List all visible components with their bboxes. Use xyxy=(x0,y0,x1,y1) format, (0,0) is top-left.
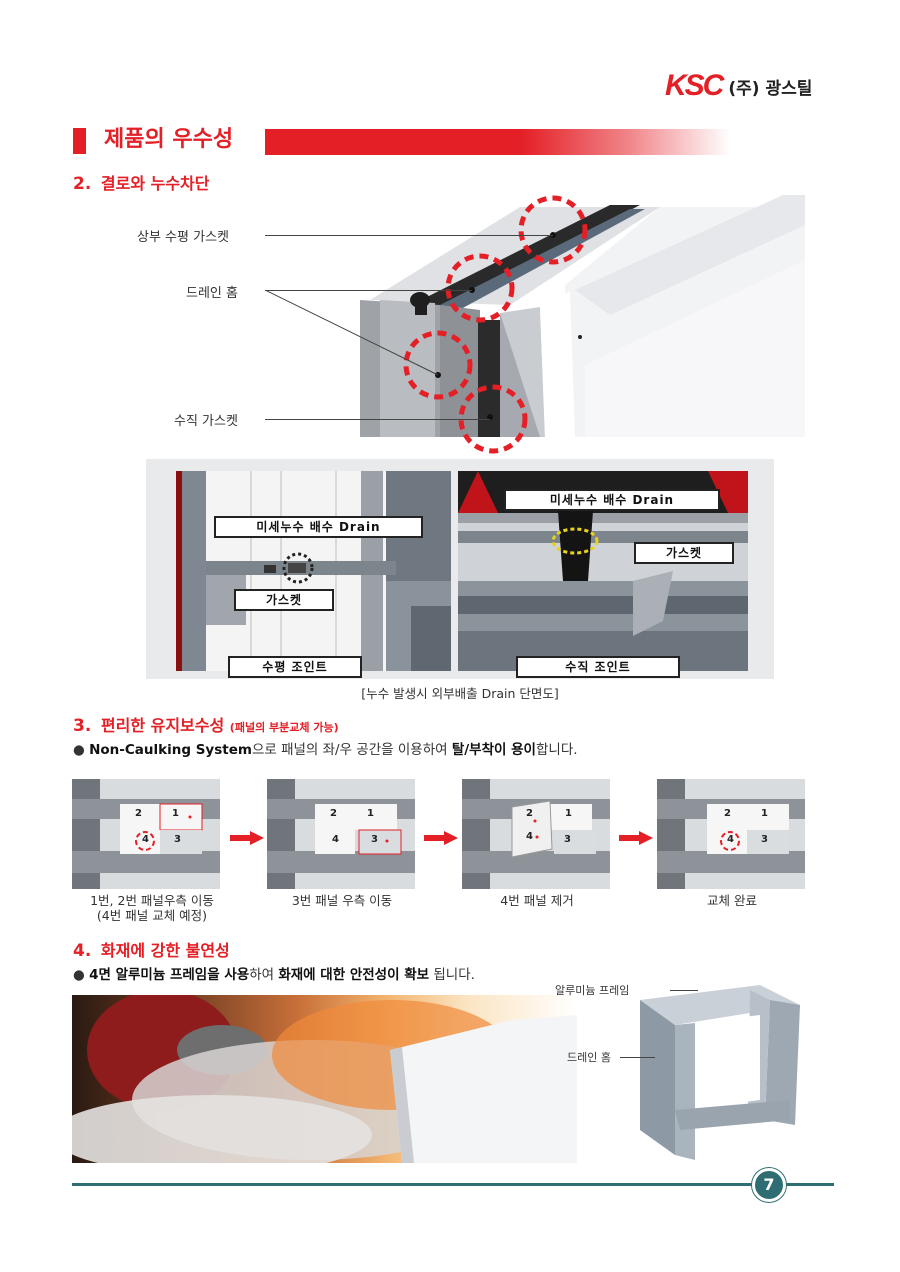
heading-4-title: 화재에 강한 불연성 xyxy=(100,941,230,960)
section-title: 제품의 우수성 xyxy=(104,127,234,152)
label-top-gasket: 상부 수평 가스켓 xyxy=(137,230,229,245)
step-1-n2: 2 xyxy=(135,808,142,819)
bullet-fire: ● 4면 알루미늄 프레임을 사용하여 화재에 대한 안전성이 확보 됩니다. xyxy=(73,965,475,985)
step-1-caption-line1: 1번, 2번 패널우측 이동 xyxy=(90,893,214,908)
step-3-caption: 4번 패널 제거 xyxy=(500,893,574,908)
step-2-n4: 4 xyxy=(332,834,339,845)
company-name: (주) 광스틸 xyxy=(728,78,813,99)
step-3-n1: 1 xyxy=(565,808,572,819)
step-2-n2: 2 xyxy=(330,808,337,819)
tag-drain-left: 미세누수 배수 Drain xyxy=(214,516,423,538)
leader-frame xyxy=(670,990,698,991)
section-marker xyxy=(73,128,86,154)
joint-horizontal-label: 수평 조인트 xyxy=(228,656,362,678)
step-4-n1: 1 xyxy=(761,808,768,819)
bullet-dot: ● xyxy=(73,742,90,758)
bullet-maintenance: ● Non-Caulking System으로 패널의 좌/우 공간을 이용하여… xyxy=(73,740,578,760)
step-2-caption: 3번 패널 우측 이동 xyxy=(291,893,393,908)
tag-gasket-left: 가스켓 xyxy=(234,589,334,611)
page-number: 7 xyxy=(763,1175,775,1194)
drain-cross-sections: 미세누수 배수 Drain 가스켓 수평 조인트 미세누수 배수 Drain 가… xyxy=(146,459,774,679)
arrow-right-icon xyxy=(230,831,264,845)
heading-3: 3. 편리한 유지보수성 (패널의 부분교체 가능) xyxy=(73,715,339,739)
heading-2-number: 2. xyxy=(73,174,92,194)
label-vertical-gasket: 수직 가스켓 xyxy=(174,414,238,429)
step-1-n3: 3 xyxy=(174,834,181,845)
tag-drain-right: 미세누수 배수 Drain xyxy=(504,489,720,511)
tag-gasket-right: 가스켓 xyxy=(634,542,734,564)
bullet-fire-bold1: 4면 알루미늄 프레임을 사용 xyxy=(89,967,250,983)
footer-line xyxy=(72,1183,834,1186)
label-drain: 드레인 홈 xyxy=(186,286,238,301)
step-1-caption-line2: (4번 패널 교체 예정) xyxy=(96,908,208,923)
step-4-n3: 3 xyxy=(761,834,768,845)
bullet-fire-bold2: 화재에 대한 안전성이 확보 xyxy=(278,967,430,983)
label-frame-drain: 드레인 홈 xyxy=(567,1051,611,1064)
heading-4: 4. 화재에 강한 불연성 xyxy=(73,940,230,962)
step-4-image: 2 1 4 3 xyxy=(657,779,805,889)
leader-top-gasket xyxy=(265,235,553,236)
joint-vertical-label: 수직 조인트 xyxy=(516,656,680,678)
company-logo: KSC (주) 광스틸 xyxy=(665,69,813,102)
aluminum-frame-illustration xyxy=(640,985,800,1160)
bullet-fire-suffix: 됩니다. xyxy=(429,967,475,983)
leader-drain-diagonal xyxy=(265,290,439,376)
panel-joint-illustration xyxy=(360,195,805,454)
step-4-n2: 2 xyxy=(724,808,731,819)
heading-3-subtitle: (패널의 부분교체 가능) xyxy=(229,721,339,734)
step-2-n1: 1 xyxy=(367,808,374,819)
heading-3-number: 3. xyxy=(73,716,92,736)
step-3-n2: 2 xyxy=(526,808,533,819)
heading-3-title: 편리한 유지보수성 xyxy=(100,716,225,735)
bullet-maintenance-mid: 으로 패널의 좌/우 공간을 이용하여 xyxy=(251,742,452,758)
step-4-n4: 4 xyxy=(727,834,734,845)
leader-vertical-gasket xyxy=(265,419,490,420)
step-4-caption: 교체 완료 xyxy=(707,893,757,908)
page-number-badge xyxy=(752,1168,786,1202)
label-aluminum-frame: 알루미늄 프레임 xyxy=(555,984,630,997)
step-2-image: 2 1 4 3 xyxy=(267,779,415,889)
maintenance-steps: 2 1 4 3 2 1 4 3 xyxy=(72,779,832,929)
step-2-n3: 3 xyxy=(371,834,378,845)
logo-mark: KSC xyxy=(665,69,724,102)
horizontal-joint-diagram xyxy=(176,471,451,671)
bullet-dot: ● xyxy=(73,967,90,983)
leader-drain xyxy=(265,290,472,291)
step-3-n4: 4 xyxy=(526,831,533,842)
step-1-caption: 1번, 2번 패널우측 이동 (4번 패널 교체 예정) xyxy=(72,893,232,923)
drain-caption: [누수 발생시 외부배출 Drain 단면도] xyxy=(361,686,559,701)
fire-test-photo xyxy=(72,995,577,1163)
bullet-maintenance-suffix: 합니다. xyxy=(535,742,578,758)
section-gradient-bar xyxy=(265,129,730,155)
step-3-image: 2 1 4 3 xyxy=(462,779,610,889)
bullet-maintenance-bold1: Non-Caulking System xyxy=(89,742,252,758)
leader-frame-drain xyxy=(620,1057,655,1058)
heading-2: 2. 결로와 누수차단 xyxy=(73,173,210,195)
heading-4-number: 4. xyxy=(73,941,92,961)
bullet-fire-mid: 하여 xyxy=(249,967,279,983)
bullet-maintenance-bold2: 탈/부착이 용이 xyxy=(451,742,536,758)
step-1-n1: 1 xyxy=(172,808,179,819)
step-1-image: 2 1 4 3 xyxy=(72,779,220,889)
heading-2-title: 결로와 누수차단 xyxy=(100,174,210,193)
step-1-n4: 4 xyxy=(142,834,149,845)
step-3-n3: 3 xyxy=(564,834,571,845)
arrow-right-icon xyxy=(619,831,653,845)
arrow-right-icon xyxy=(424,831,458,845)
